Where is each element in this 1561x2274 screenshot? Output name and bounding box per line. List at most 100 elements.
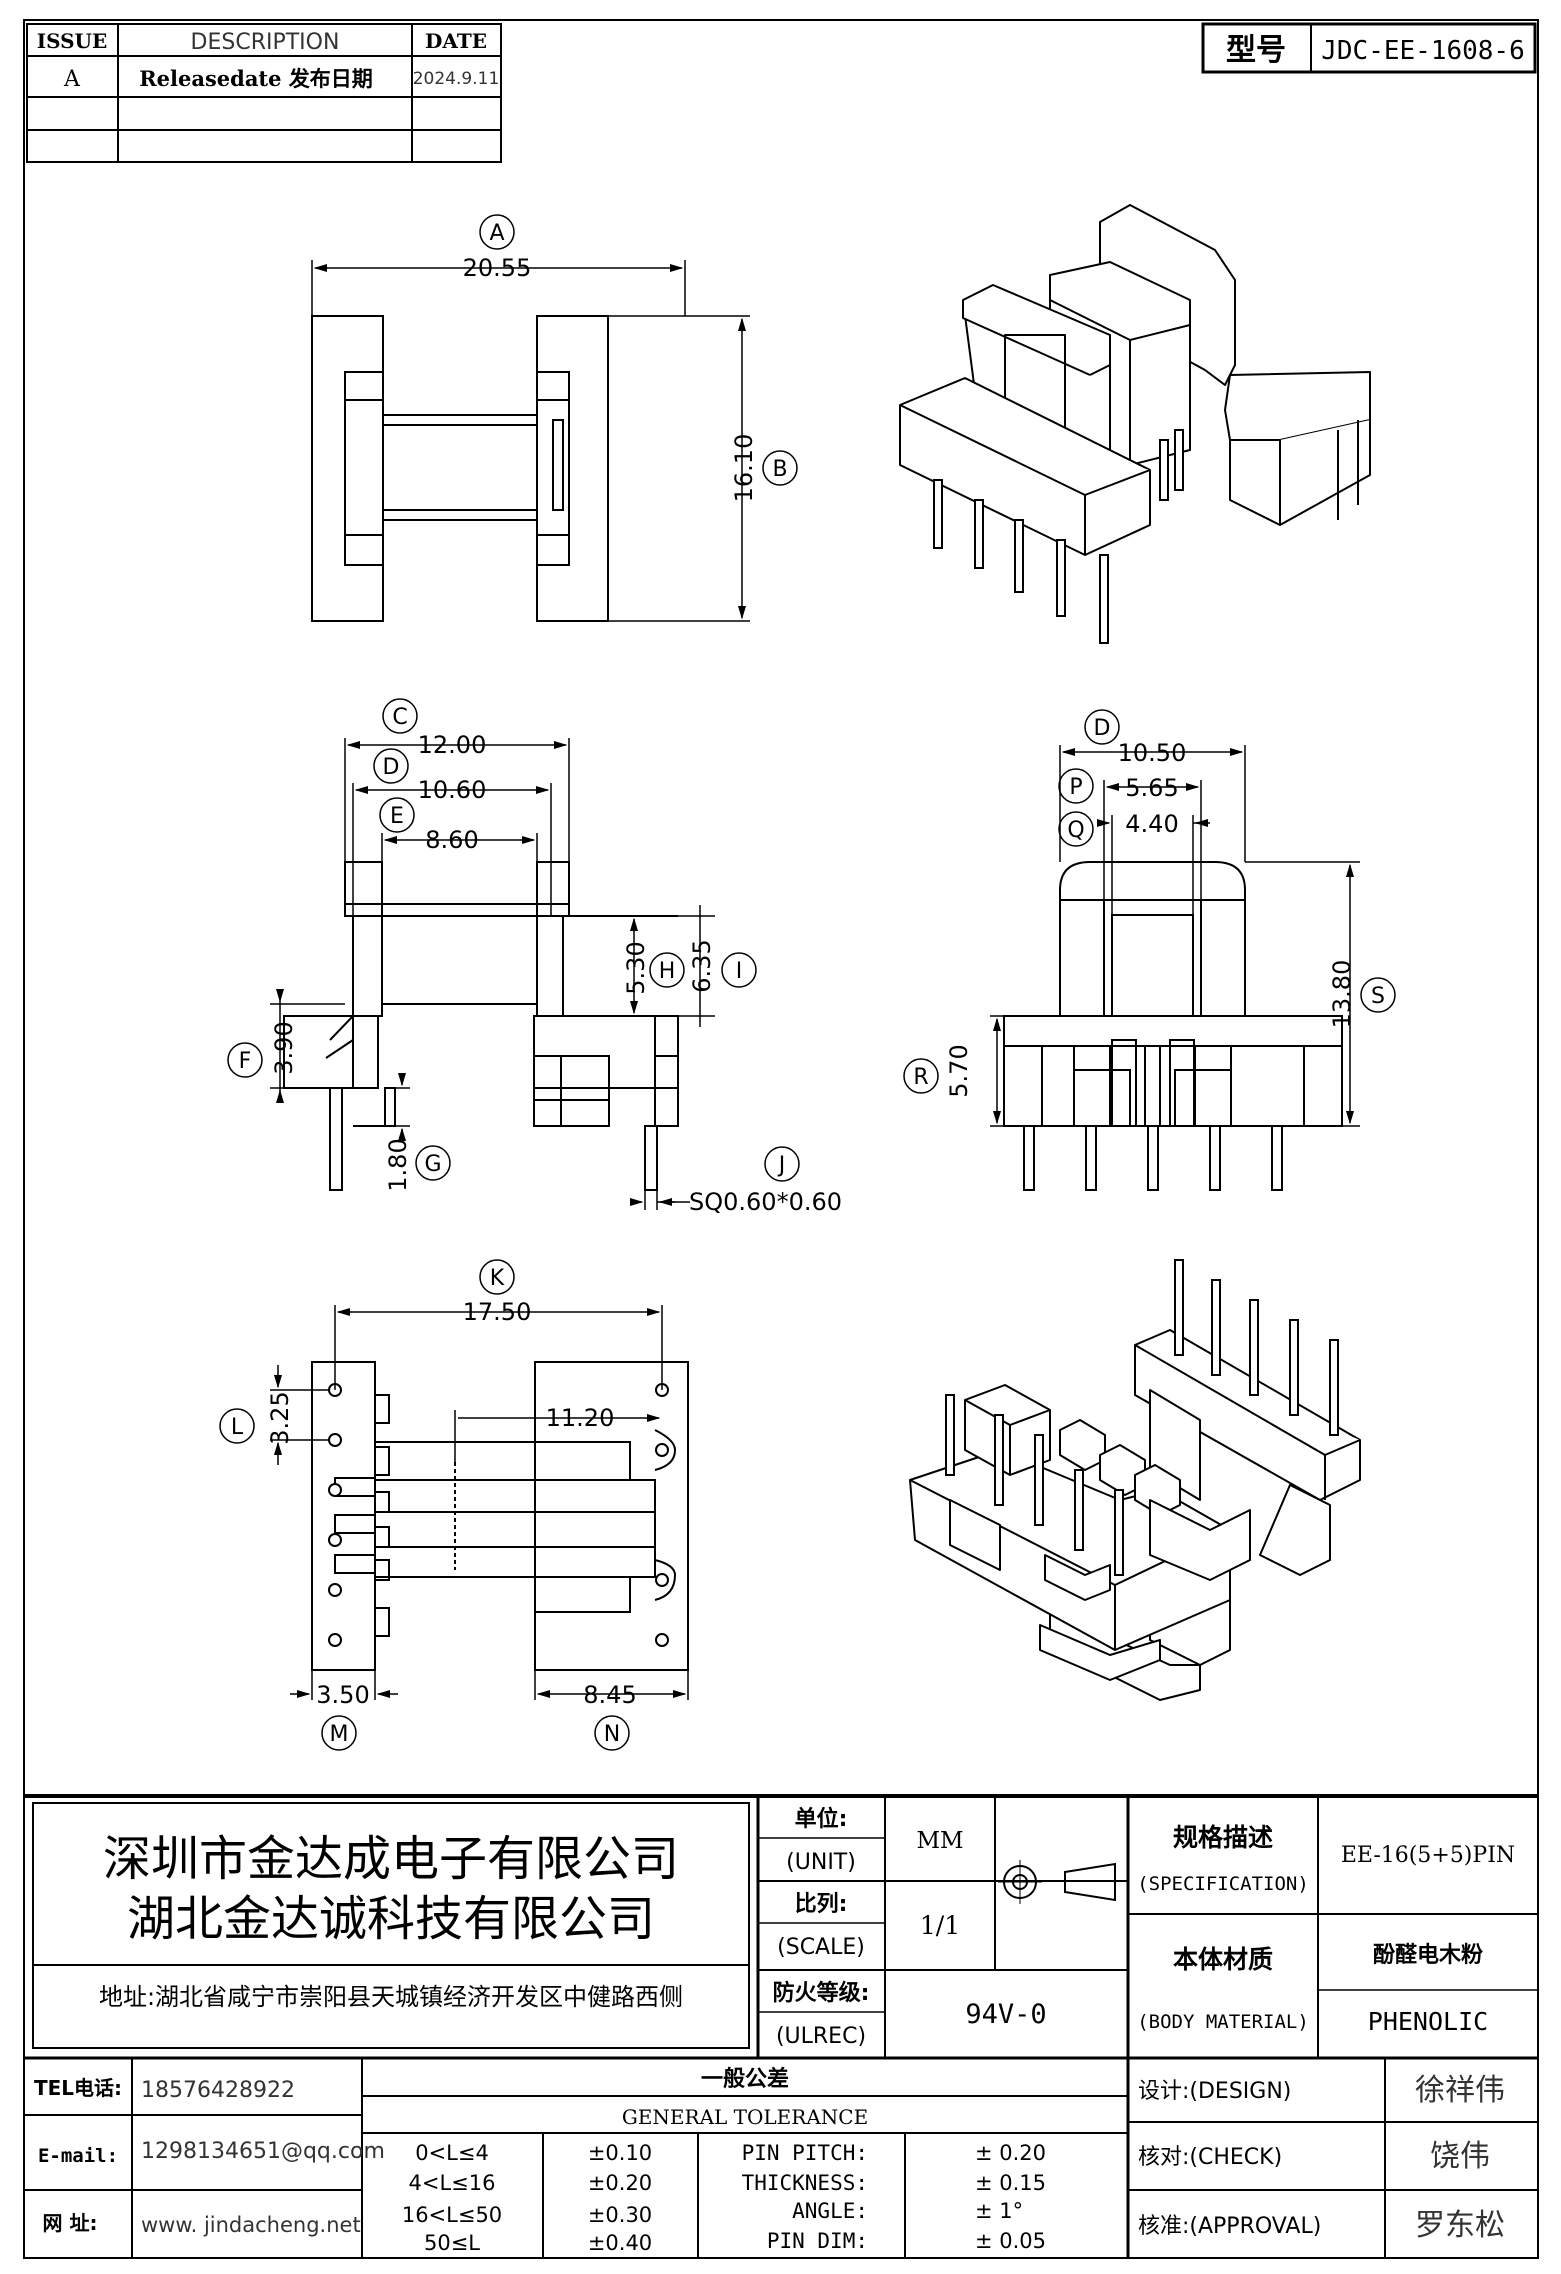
unit-label-cn: 单位: (795, 1806, 848, 1832)
check-value: 饶伟 (1430, 2139, 1490, 2174)
material-label-en: (BODY MATERIAL) (1137, 2011, 1309, 2033)
web-label: 网 址: (43, 2211, 98, 2235)
svg-text:S: S (1371, 984, 1385, 1009)
revision-header-date: DATE (425, 29, 487, 53)
tolerance-value-1: ±0.10 (588, 2141, 652, 2165)
svg-text:H: H (659, 959, 676, 984)
svg-text:A: A (489, 221, 504, 246)
tolerance-title-en: GENERAL TOLERANCE (622, 2105, 868, 2129)
model-box (1201, 22, 1537, 74)
tolerance-range-4: 50≤L (424, 2231, 480, 2255)
dim-D: D 10.60 (373, 748, 486, 804)
svg-text:L: L (231, 1415, 244, 1440)
spec-label-en: (SPECIFICATION) (1137, 1873, 1309, 1895)
svg-text:5.65: 5.65 (1125, 774, 1178, 802)
revision-date: 2024.9.11 (413, 69, 500, 89)
svg-text:N: N (604, 1722, 620, 1747)
svg-text:3.50: 3.50 (316, 1681, 369, 1709)
svg-text:D: D (1094, 716, 1111, 741)
dim-L: L 3.25 (219, 1391, 294, 1445)
special-name-2: THICKNESS: (742, 2171, 868, 2195)
approval-value: 罗东松 (1415, 2208, 1505, 2243)
spec-value: EE-16(5+5)PIN (1341, 1843, 1515, 1868)
dim-G: G 1.80 (384, 1138, 451, 1192)
svg-text:17.50: 17.50 (463, 1298, 532, 1326)
design-label: 设计:(DESIGN) (1138, 2079, 1291, 2104)
revision-header-issue: ISSUE (37, 29, 108, 53)
special-name-4: PIN DIM: (767, 2229, 868, 2253)
svg-text:J: J (777, 1153, 786, 1178)
scale-label-en: (SCALE) (777, 1935, 865, 1960)
special-value-3: ± 1° (975, 2199, 1023, 2223)
company-address: 地址:湖北省咸宁市崇阳县天城镇经济开发区中健路西侧 (99, 1983, 683, 2011)
dim-lines-top (311, 260, 750, 622)
dim-D2: D 10.50 (1084, 709, 1187, 767)
tolerance-range-2: 4<L≤16 (409, 2171, 496, 2195)
dim-Q: Q 4.40 (1058, 810, 1179, 847)
dim-lines-bottom (270, 1305, 689, 1700)
email-value: 1298134651@qq.com (141, 2139, 385, 2164)
tolerance-value-3: ±0.30 (588, 2203, 652, 2227)
check-label: 核对:(CHECK) (1138, 2145, 1282, 2170)
scale-value: 1/1 (920, 1911, 960, 1940)
svg-text:16.10: 16.10 (730, 434, 758, 503)
svg-text:K: K (490, 1266, 505, 1291)
scale-label-cn: 比列: (795, 1892, 848, 1917)
drawing-border (23, 19, 1539, 2259)
material-value-en: PHENOLIC (1368, 2007, 1488, 2036)
svg-text:I: I (736, 959, 743, 984)
title-block-grid (24, 1794, 1538, 2258)
svg-text:B: B (772, 457, 787, 482)
svg-text:D: D (383, 755, 400, 780)
revision-header-description: DESCRIPTION (191, 30, 340, 55)
material-label-cn: 本体材质 (1173, 1945, 1273, 1974)
special-value-1: ± 0.20 (975, 2141, 1046, 2165)
unit-label-en: (UNIT) (786, 1850, 856, 1875)
bottom-view-centerline (375, 1462, 535, 1570)
tolerance-range-3: 16<L≤50 (402, 2203, 502, 2227)
design-value: 徐祥伟 (1415, 2073, 1505, 2108)
svg-text:8.45: 8.45 (583, 1681, 636, 1709)
tolerance-value-2: ±0.20 (588, 2171, 652, 2195)
tolerance-title-cn: 一般公差 (701, 2066, 789, 2092)
svg-text:1.80: 1.80 (384, 1138, 412, 1191)
side-view (1003, 861, 1343, 1127)
spec-label-cn: 规格描述 (1173, 1823, 1273, 1852)
dim-C: C 12.00 (382, 698, 487, 759)
dim-lines-front (270, 738, 715, 1210)
dim-M: M 3.50 (316, 1681, 370, 1751)
svg-text:E: E (390, 804, 404, 829)
svg-text:11.20: 11.20 (546, 1404, 615, 1432)
model-number: JDC-EE-1608-6 (1321, 36, 1525, 66)
revision-description: Releasedate 发布日期 (139, 66, 373, 91)
tel-value: 18576428922 (141, 2078, 295, 2103)
iso-view-1-pins (933, 429, 1184, 644)
special-value-4: ± 0.05 (975, 2229, 1046, 2253)
dim-P: P 5.65 (1058, 768, 1179, 804)
svg-text:G: G (424, 1152, 441, 1177)
bottom-view (311, 1361, 689, 1671)
svg-text:12.00: 12.00 (418, 731, 487, 759)
dim-F: F 3.90 (227, 1021, 298, 1078)
tolerance-range-1: 0<L≤4 (415, 2141, 489, 2165)
revision-table (26, 23, 502, 163)
svg-text:4.40: 4.40 (1125, 810, 1178, 838)
svg-text:10.50: 10.50 (1118, 739, 1187, 767)
special-name-3: ANGLE: (792, 2199, 868, 2223)
ulrec-value: 94V-0 (965, 1999, 1046, 2030)
svg-text:C: C (392, 705, 407, 730)
special-name-1: PIN PITCH: (742, 2141, 868, 2165)
dim-J: J SQ0.60*0.60 (689, 1146, 842, 1216)
iso-view-2 (909, 1329, 1361, 1701)
top-view (311, 315, 609, 622)
svg-text:R: R (913, 1065, 928, 1090)
svg-text:6.35: 6.35 (688, 939, 716, 992)
iso-view-1 (899, 204, 1371, 556)
material-value-cn: 酚醛电木粉 (1373, 1943, 1483, 1968)
dim-E: E 8.60 (379, 797, 479, 854)
svg-text:8.60: 8.60 (425, 826, 478, 854)
svg-text:5.70: 5.70 (945, 1044, 973, 1097)
dim-B: B 16.10 (730, 434, 798, 503)
approval-label: 核准:(APPROVAL) (1138, 2214, 1321, 2239)
